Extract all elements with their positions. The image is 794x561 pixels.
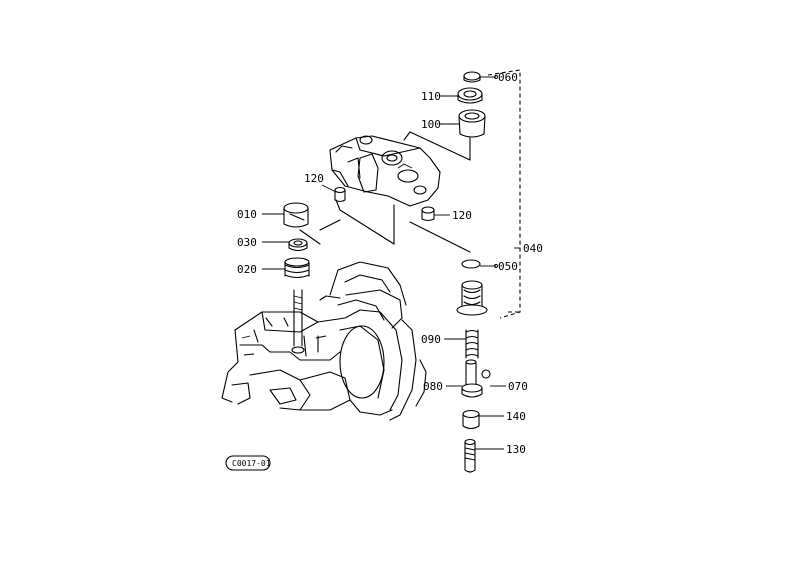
figure-code: C0017-01	[232, 459, 271, 468]
part-060-cap	[463, 71, 481, 83]
callout-010: 010	[237, 208, 257, 221]
callout-060: 060	[498, 71, 518, 84]
callout-080: 080	[423, 380, 443, 393]
part-090-spring	[465, 329, 479, 359]
callouts: 060 110 100 120 010 120 030 040 020 050 …	[237, 71, 543, 456]
part-shaft	[291, 289, 305, 354]
callout-070: 070	[508, 380, 528, 393]
part-120-pin-b	[421, 206, 435, 222]
figure-code-badge: C0017-01	[225, 455, 271, 471]
callout-110: 110	[421, 90, 441, 103]
assembly-leader-lines	[299, 131, 471, 253]
callout-130: 130	[506, 443, 526, 456]
part-030-washer	[288, 238, 308, 252]
engine-housing	[221, 261, 427, 421]
part-080-plunger	[461, 359, 483, 398]
part-070-pin	[481, 369, 491, 379]
part-120-pin-a	[334, 186, 346, 203]
callout-030: 030	[237, 236, 257, 249]
part-130-bolt	[464, 438, 476, 473]
callout-040: 040	[523, 242, 543, 255]
part-140-plug	[462, 409, 480, 430]
callout-100: 100	[421, 118, 441, 131]
callout-140: 140	[506, 410, 526, 423]
part-100-sleeve	[458, 109, 486, 138]
part-110-nut	[457, 87, 483, 104]
assembly-040-frame	[487, 69, 521, 319]
part-020-spring	[284, 257, 310, 279]
callout-020: 020	[237, 263, 257, 276]
part-050-oring	[461, 259, 481, 269]
callout-120-right: 120	[452, 209, 472, 222]
governor-body-casting	[329, 135, 441, 207]
callout-050: 050	[498, 260, 518, 273]
callout-090: 090	[421, 333, 441, 346]
part-010-collar	[283, 202, 309, 228]
callout-120-left: 120	[304, 172, 324, 185]
part-040-housing	[456, 280, 488, 316]
